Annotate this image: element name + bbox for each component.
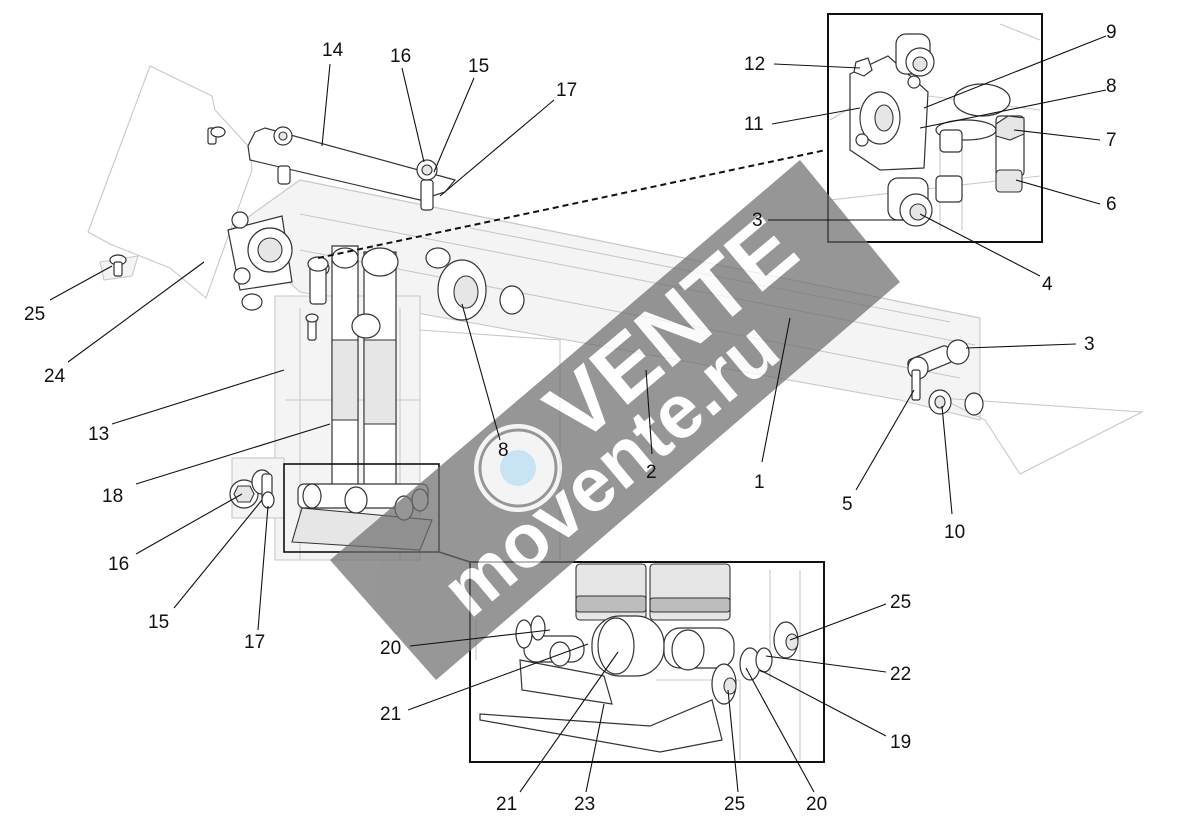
callout-3: 3 (1084, 334, 1095, 355)
callout-13: 13 (88, 424, 109, 445)
callout-12: 12 (744, 54, 765, 75)
callout-15: 15 (148, 612, 169, 633)
callout-21: 21 (496, 794, 517, 815)
callout-6: 6 (1106, 194, 1117, 215)
callout-20: 20 (806, 794, 827, 815)
callout-16: 16 (390, 46, 411, 67)
callout-21: 21 (380, 704, 401, 725)
callout-11: 11 (744, 114, 764, 135)
callout-17: 17 (244, 632, 265, 653)
callout-25: 25 (724, 794, 745, 815)
bottom-detail-inset (469, 561, 825, 763)
callout-25: 25 (890, 592, 911, 613)
callout-labels: 14 16 15 17 25 24 13 18 16 15 17 8 2 1 3… (24, 22, 1117, 815)
callout-5: 5 (842, 494, 853, 515)
callout-4: 4 (1042, 274, 1053, 295)
callout-17: 17 (556, 80, 577, 101)
callout-8: 8 (498, 440, 509, 461)
callout-14: 14 (322, 40, 344, 61)
callout-2: 2 (646, 462, 657, 483)
callout-9: 9 (1106, 22, 1117, 43)
callout-1: 1 (754, 472, 765, 493)
callout-16: 16 (108, 554, 129, 575)
callout-22: 22 (890, 664, 911, 685)
callout-8: 8 (1106, 76, 1117, 97)
callout-18: 18 (102, 486, 123, 507)
callout-10: 10 (944, 522, 965, 543)
top-detail-inset (827, 13, 1043, 243)
callout-3: 3 (752, 210, 763, 231)
leader-lines (49, 35, 1107, 793)
callout-23: 23 (574, 794, 595, 815)
callout-25: 25 (24, 304, 45, 325)
callout-15: 15 (468, 56, 489, 77)
watermark-band (330, 160, 900, 680)
callout-20: 20 (380, 638, 401, 659)
callout-7: 7 (1106, 130, 1117, 151)
callout-19: 19 (890, 732, 911, 753)
callout-24: 24 (44, 366, 66, 387)
